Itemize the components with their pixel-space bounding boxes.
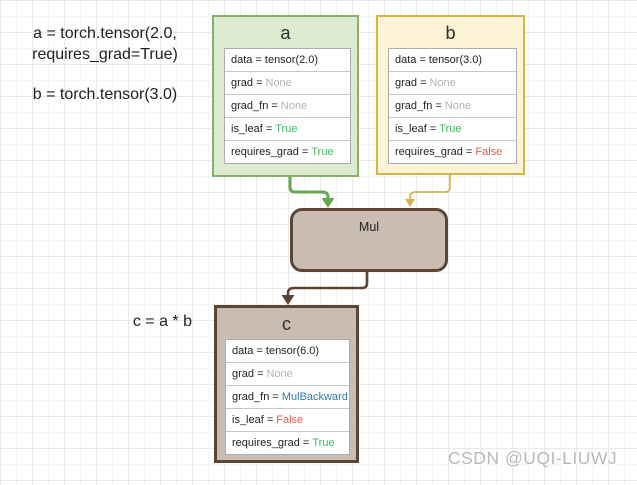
row-label: requires_grad =: [231, 146, 309, 158]
row-value: tensor(6.0): [265, 345, 320, 357]
row-label: requires_grad =: [395, 146, 473, 158]
table-row: grad =None: [389, 72, 516, 95]
row-value: MulBackward: [281, 391, 348, 403]
edge-mul-to-c: [281, 272, 369, 305]
row-value: True: [275, 123, 298, 135]
node-a-title: a: [280, 23, 291, 43]
table-row: grad =None: [225, 72, 350, 95]
table-row: grad_fn =None: [225, 95, 350, 118]
row-label: grad =: [395, 77, 427, 89]
row-value: None: [429, 77, 456, 89]
tensor-node-b: b data =tensor(3.0) grad =None grad_fn =…: [376, 15, 525, 175]
table-row: requires_grad =True: [225, 141, 350, 163]
row-label: requires_grad =: [232, 437, 310, 449]
row-value: tensor(3.0): [428, 54, 483, 66]
code-a-line1: a = torch.tensor(2.0,: [33, 25, 177, 42]
row-value: None: [265, 77, 292, 89]
tensor-node-a: a data =tensor(2.0) grad =None grad_fn =…: [212, 15, 359, 177]
table-row: data =tensor(6.0): [226, 340, 349, 363]
node-c-title: c: [282, 314, 291, 334]
row-value: tensor(2.0): [264, 54, 319, 66]
table-row: grad_fn =None: [389, 95, 516, 118]
tensor-node-c: c data =tensor(6.0) grad =None grad_fn =…: [214, 305, 359, 463]
table-row: is_leaf =False: [226, 409, 349, 432]
mul-op-node: Mul: [290, 208, 448, 272]
row-value: True: [311, 146, 334, 158]
arrowhead-a-icon: [321, 198, 335, 208]
edge-a-to-mul: [288, 177, 335, 208]
node-b-attr-table: data =tensor(3.0) grad =None grad_fn =No…: [388, 48, 517, 164]
code-a-line2: requires_grad=True): [32, 46, 178, 63]
node-c-attr-table: data =tensor(6.0) grad =None grad_fn =Mu…: [225, 339, 350, 455]
row-label: grad_fn =: [395, 100, 442, 112]
csdn-watermark: CSDN @UQI-LIUWJ: [448, 448, 618, 468]
table-row: requires_grad =True: [226, 432, 349, 454]
row-value: None: [280, 100, 308, 112]
table-row: is_leaf =True: [225, 118, 350, 141]
row-label: data =: [232, 345, 263, 357]
row-label: data =: [231, 54, 262, 66]
table-row: data =tensor(3.0): [389, 49, 516, 72]
row-value: None: [266, 368, 293, 380]
row-label: grad =: [231, 77, 263, 89]
row-value: True: [439, 123, 462, 135]
row-label: grad_fn =: [232, 391, 279, 403]
row-label: is_leaf =: [232, 414, 274, 426]
row-label: grad =: [232, 368, 264, 380]
code-snippet-a: a = torch.tensor(2.0, requires_grad=True…: [6, 23, 204, 65]
node-a-attr-table: data =tensor(2.0) grad =None grad_fn =No…: [224, 48, 351, 164]
row-label: is_leaf =: [395, 123, 437, 135]
row-value: None: [444, 100, 472, 112]
edge-b-to-mul: [405, 175, 451, 207]
mul-op-label: Mul: [358, 220, 380, 234]
code-snippet-c: c = a * b: [132, 313, 192, 330]
row-value: True: [312, 437, 335, 449]
table-row: is_leaf =True: [389, 118, 516, 141]
table-row: data =tensor(2.0): [225, 49, 350, 72]
table-row: requires_grad =False: [389, 141, 516, 163]
row-value: False: [475, 146, 503, 158]
row-label: grad_fn =: [231, 100, 278, 112]
node-b-title: b: [445, 23, 456, 43]
row-label: data =: [395, 54, 426, 66]
arrowhead-c-icon: [281, 295, 295, 305]
row-value: False: [276, 414, 304, 426]
code-snippet-b: b = torch.tensor(3.0): [32, 86, 178, 103]
arrowhead-b-icon: [405, 199, 415, 207]
row-label: is_leaf =: [231, 123, 273, 135]
table-row: grad_fn =MulBackward: [226, 386, 349, 409]
table-row: grad =None: [226, 363, 349, 386]
